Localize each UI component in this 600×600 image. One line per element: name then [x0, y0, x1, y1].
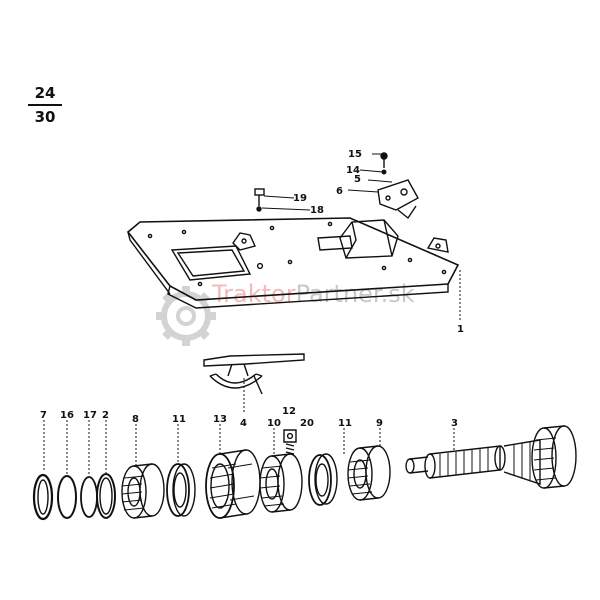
- label-8: 8: [132, 414, 139, 425]
- ring-17: [80, 476, 98, 518]
- label-19: 19: [293, 193, 307, 204]
- leader-lines: [43, 153, 461, 476]
- gear-10: [259, 453, 303, 513]
- fraction-bar: [28, 104, 62, 106]
- page-reference: 24 30: [28, 84, 62, 126]
- label-3: 3: [451, 418, 458, 429]
- watermark-text: TraktorPartner.sk: [211, 280, 415, 308]
- shift-fork: [203, 353, 305, 395]
- label-5: 5: [354, 174, 361, 185]
- watermark-brand-b: Partner.sk: [296, 280, 415, 308]
- label-15: 15: [348, 149, 362, 160]
- page-ref-denominator: 30: [34, 108, 56, 126]
- bolt-19: [254, 188, 265, 212]
- main-shaft-3: [405, 425, 577, 489]
- label-7: 7: [40, 410, 47, 421]
- label-4: 4: [240, 418, 247, 429]
- label-17: 17: [83, 410, 97, 421]
- cover-plate: [126, 217, 460, 309]
- gear-8: [121, 463, 165, 519]
- label-13: 13: [213, 414, 227, 425]
- synchro-ring-11b: [308, 453, 338, 506]
- label-1: 1: [457, 324, 464, 335]
- label-14: 14: [346, 165, 360, 176]
- sliding-sleeve-13: [205, 449, 261, 519]
- pin-12: [283, 429, 297, 443]
- part-labels: 1 2 3 4 5 6 7 8 9 10 11 11 12 13 14 15 1…: [40, 149, 464, 429]
- label-10: 10: [267, 418, 281, 429]
- label-12: 12: [282, 406, 296, 417]
- gear-9: [347, 445, 391, 501]
- label-9: 9: [376, 418, 383, 429]
- snap-ring-7: [32, 473, 54, 521]
- small-plate: [377, 179, 419, 220]
- label-2: 2: [102, 410, 109, 421]
- label-16: 16: [60, 410, 74, 421]
- label-18: 18: [310, 205, 324, 216]
- label-6: 6: [336, 186, 343, 197]
- synchro-ring-11a: [166, 463, 196, 517]
- spring-20: [285, 443, 295, 455]
- page-ref-numerator: 24: [34, 84, 56, 102]
- label-11a: 11: [172, 414, 186, 425]
- ring-2: [96, 473, 116, 519]
- bolt-15: [380, 152, 388, 168]
- label-20: 20: [300, 418, 314, 429]
- ring-16: [57, 475, 77, 519]
- label-11b: 11: [338, 418, 352, 429]
